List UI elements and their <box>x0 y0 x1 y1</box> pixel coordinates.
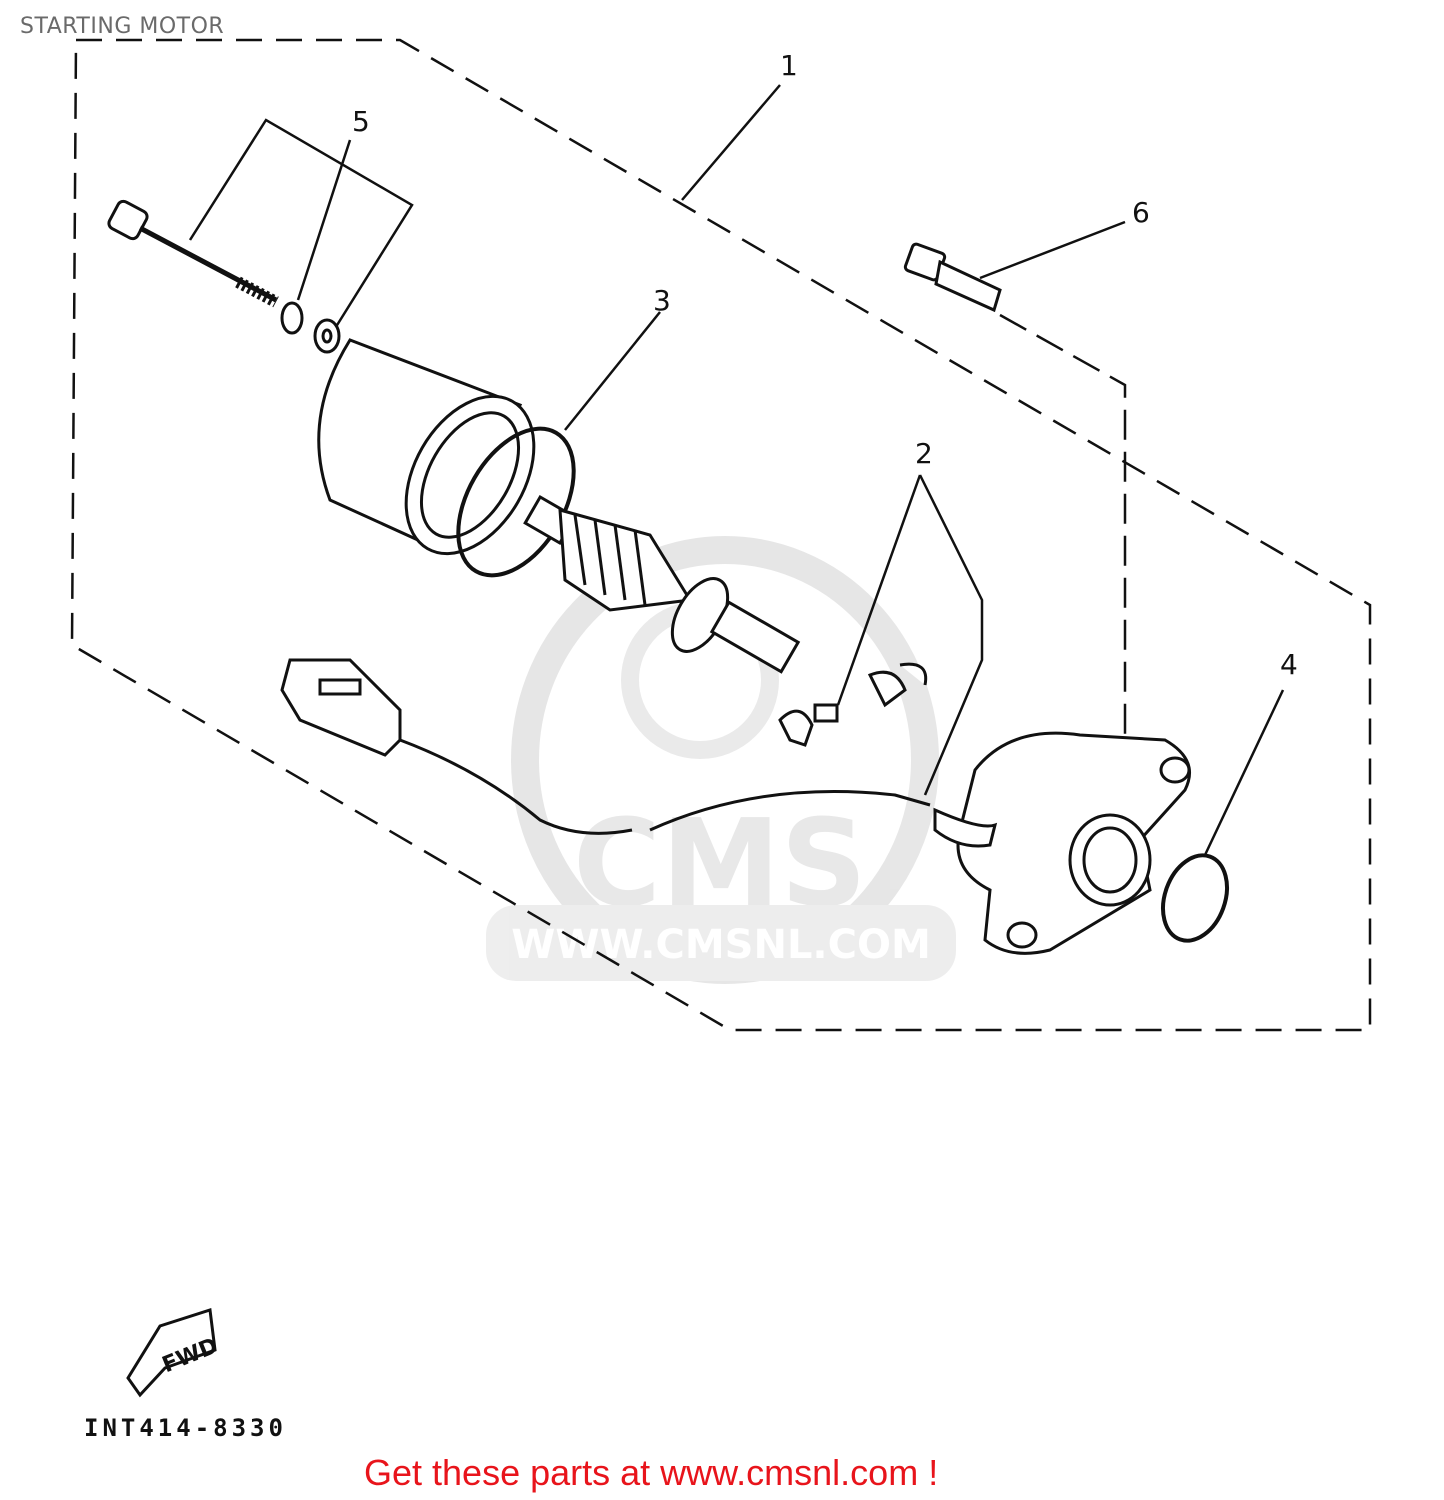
end-cover <box>933 731 1191 955</box>
page-title: STARTING MOTOR <box>20 14 225 39</box>
part-code: INT414-8330 <box>84 1414 287 1442</box>
motor-yoke <box>317 338 536 556</box>
callout-6: 6 <box>1132 196 1150 229</box>
callout-5: 5 <box>352 105 370 138</box>
fwd-arrow-icon: FWD <box>126 1308 222 1398</box>
callout-4: 4 <box>1280 648 1298 681</box>
callout-1: 1 <box>780 49 798 82</box>
lead-wire <box>280 658 931 835</box>
o-ring-4 <box>1161 853 1229 943</box>
callout-3: 3 <box>653 284 671 317</box>
mounting-bolt <box>903 242 1002 313</box>
brush-set <box>778 662 928 747</box>
leader-lines <box>188 84 1285 856</box>
through-bolt <box>107 199 341 354</box>
watermark-url: WWW.CMSNL.COM <box>511 922 931 968</box>
callout-2: 2 <box>915 437 933 470</box>
promo-link[interactable]: Get these parts at www.cmsnl.com ! <box>364 1452 939 1493</box>
assembly-boundary <box>70 38 1372 1032</box>
armature <box>523 494 801 674</box>
